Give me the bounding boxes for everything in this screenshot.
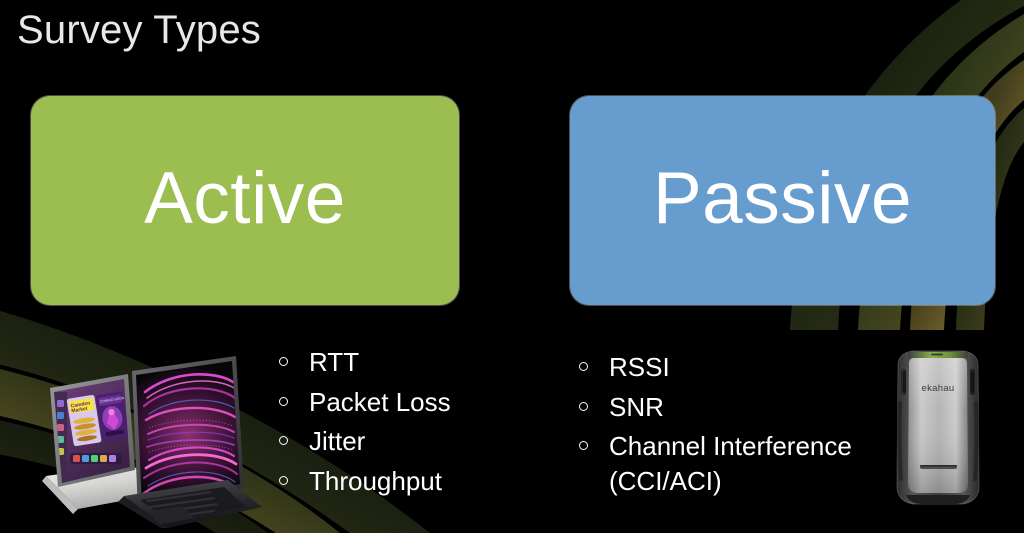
- list-item: RTT: [276, 345, 451, 380]
- list-item: Packet Loss: [276, 385, 451, 420]
- svg-text:ekahau: ekahau: [922, 383, 955, 394]
- category-card-active-label: Active: [144, 158, 346, 239]
- list-item: Jitter: [276, 424, 451, 459]
- metric-list-active: RTT Packet Loss Jitter Throughput: [276, 345, 451, 503]
- svg-text:Market: Market: [71, 406, 88, 414]
- svg-text:COMING SOON: COMING SOON: [99, 396, 125, 404]
- category-card-passive[interactable]: Passive: [570, 96, 995, 305]
- ipad-pro-magic-keyboard-pair-image: Camden Market COMING SOON: [42, 356, 262, 528]
- list-item: Channel Interference (CCI/ACI): [576, 429, 852, 498]
- category-card-active[interactable]: Active: [31, 96, 459, 305]
- list-item: Throughput: [276, 464, 451, 499]
- category-card-passive-label: Passive: [652, 158, 913, 239]
- list-item: SNR: [576, 390, 852, 425]
- ekahau-sidekick-device-image: ekahau: [896, 350, 980, 505]
- list-item: RSSI: [576, 350, 852, 385]
- svg-text:Camden: Camden: [70, 400, 90, 409]
- metric-list-passive: RSSI SNR Channel Interference (CCI/ACI): [576, 350, 852, 503]
- page-title: Survey Types: [17, 8, 262, 52]
